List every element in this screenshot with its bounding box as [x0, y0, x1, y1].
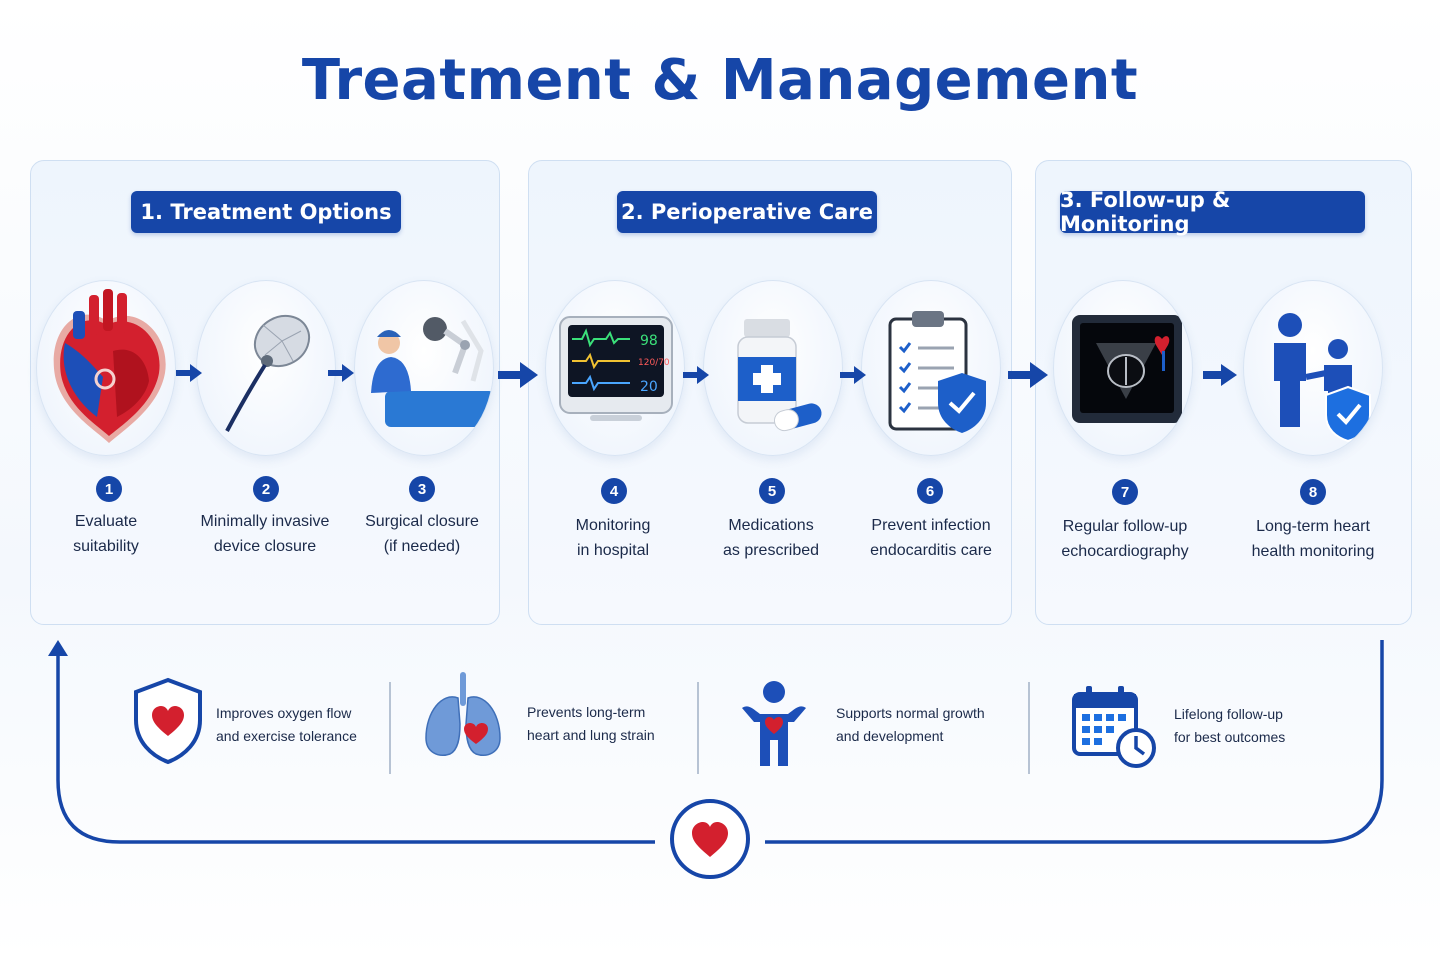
divider [389, 682, 391, 774]
vital-monitor-icon: 98 120/70 20 [559, 316, 673, 421]
step-4-illustration: 98 120/70 20 [545, 280, 685, 456]
step-number-badge: 1 [96, 476, 122, 502]
divider [697, 682, 699, 774]
lungs-heart-icon [425, 672, 501, 756]
step-number-badge: 8 [1300, 479, 1326, 505]
arrow-right-icon [498, 362, 538, 388]
step-number-badge: 3 [409, 476, 435, 502]
arrow-right-icon [840, 366, 866, 384]
step-1-illustration [36, 280, 176, 456]
heart-anatomy-icon [53, 289, 166, 443]
step-number-badge: 2 [253, 476, 279, 502]
monitor-value-bottom: 20 [640, 379, 658, 395]
step-2-illustration [196, 280, 336, 456]
arrow-right-icon [176, 364, 202, 382]
arrow-right-icon [1008, 362, 1048, 388]
step-number-badge: 7 [1112, 479, 1138, 505]
medicine-bottle-icon [737, 319, 822, 432]
shield-heart-icon [134, 677, 202, 765]
catheter-device-icon [225, 314, 311, 432]
step-number-badge: 5 [759, 478, 785, 504]
calendar-clock-icon [1072, 686, 1156, 768]
arrow-right-icon [683, 366, 709, 384]
step-number-badge: 6 [917, 478, 943, 504]
section-header-treatment-options: 1. Treatment Options [131, 191, 401, 233]
family-shield-icon [1274, 313, 1371, 443]
page-title: Treatment & Management [301, 48, 1139, 113]
monitor-value-middle: 120/70 [638, 358, 670, 368]
heart-circle-icon [670, 799, 750, 879]
arrow-right-icon [1203, 364, 1237, 386]
step-5-illustration [703, 280, 843, 456]
echocardiogram-screen-icon [1072, 315, 1182, 423]
section-header-perioperative-care: 2. Perioperative Care [617, 191, 877, 233]
monitor-value-top: 98 [640, 333, 658, 349]
child-heart-icon [742, 681, 806, 766]
step-6-illustration [861, 280, 1001, 456]
step-3-illustration [354, 280, 494, 456]
surgeon-robot-icon [371, 317, 493, 427]
step-8-illustration [1243, 280, 1383, 456]
step-number-badge: 4 [601, 478, 627, 504]
arrow-right-icon [328, 364, 354, 382]
section-header-follow-up-monitoring: 3. Follow-up & Monitoring [1060, 188, 1365, 236]
step-7-illustration [1053, 280, 1193, 456]
step-label: Surgical closure(if needed) [365, 513, 479, 555]
clipboard-shield-icon [888, 311, 986, 433]
divider [1028, 682, 1030, 774]
